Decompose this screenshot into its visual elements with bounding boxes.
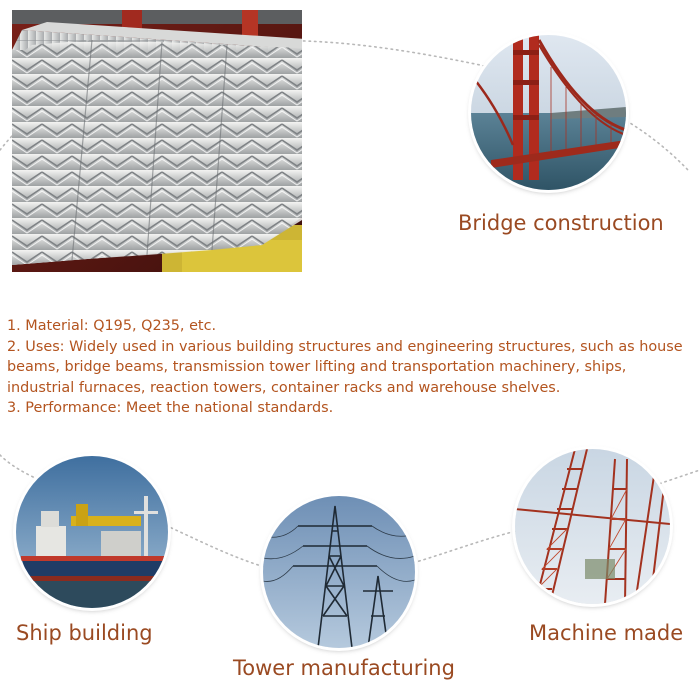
description-material: 1. Material: Q195, Q235, etc. [7,318,217,334]
ship-building-image [16,456,168,608]
machine-made-caption: Machine made [529,621,684,645]
description-performance: 3. Performance: Meet the national standa… [7,400,334,416]
tower-manufacturing-image [263,496,415,648]
product-description: 1. Material: Q195, Q235, etc. 2. Uses: W… [7,316,697,419]
description-uses: 2. Uses: Widely used in various building… [7,338,683,355]
tower-manufacturing-caption: Tower manufacturing [233,656,455,680]
bridge-construction-image [471,35,626,190]
machine-made-image [515,449,670,604]
description-uses-cont-2: industrial furnaces, reaction towers, co… [7,379,561,396]
angle-steel-stack-image [12,10,302,272]
description-uses-cont-1: beams, bridge beams, transmission tower … [7,359,627,375]
bridge-construction-caption: Bridge construction [458,211,664,235]
ship-building-caption: Ship building [16,621,153,645]
